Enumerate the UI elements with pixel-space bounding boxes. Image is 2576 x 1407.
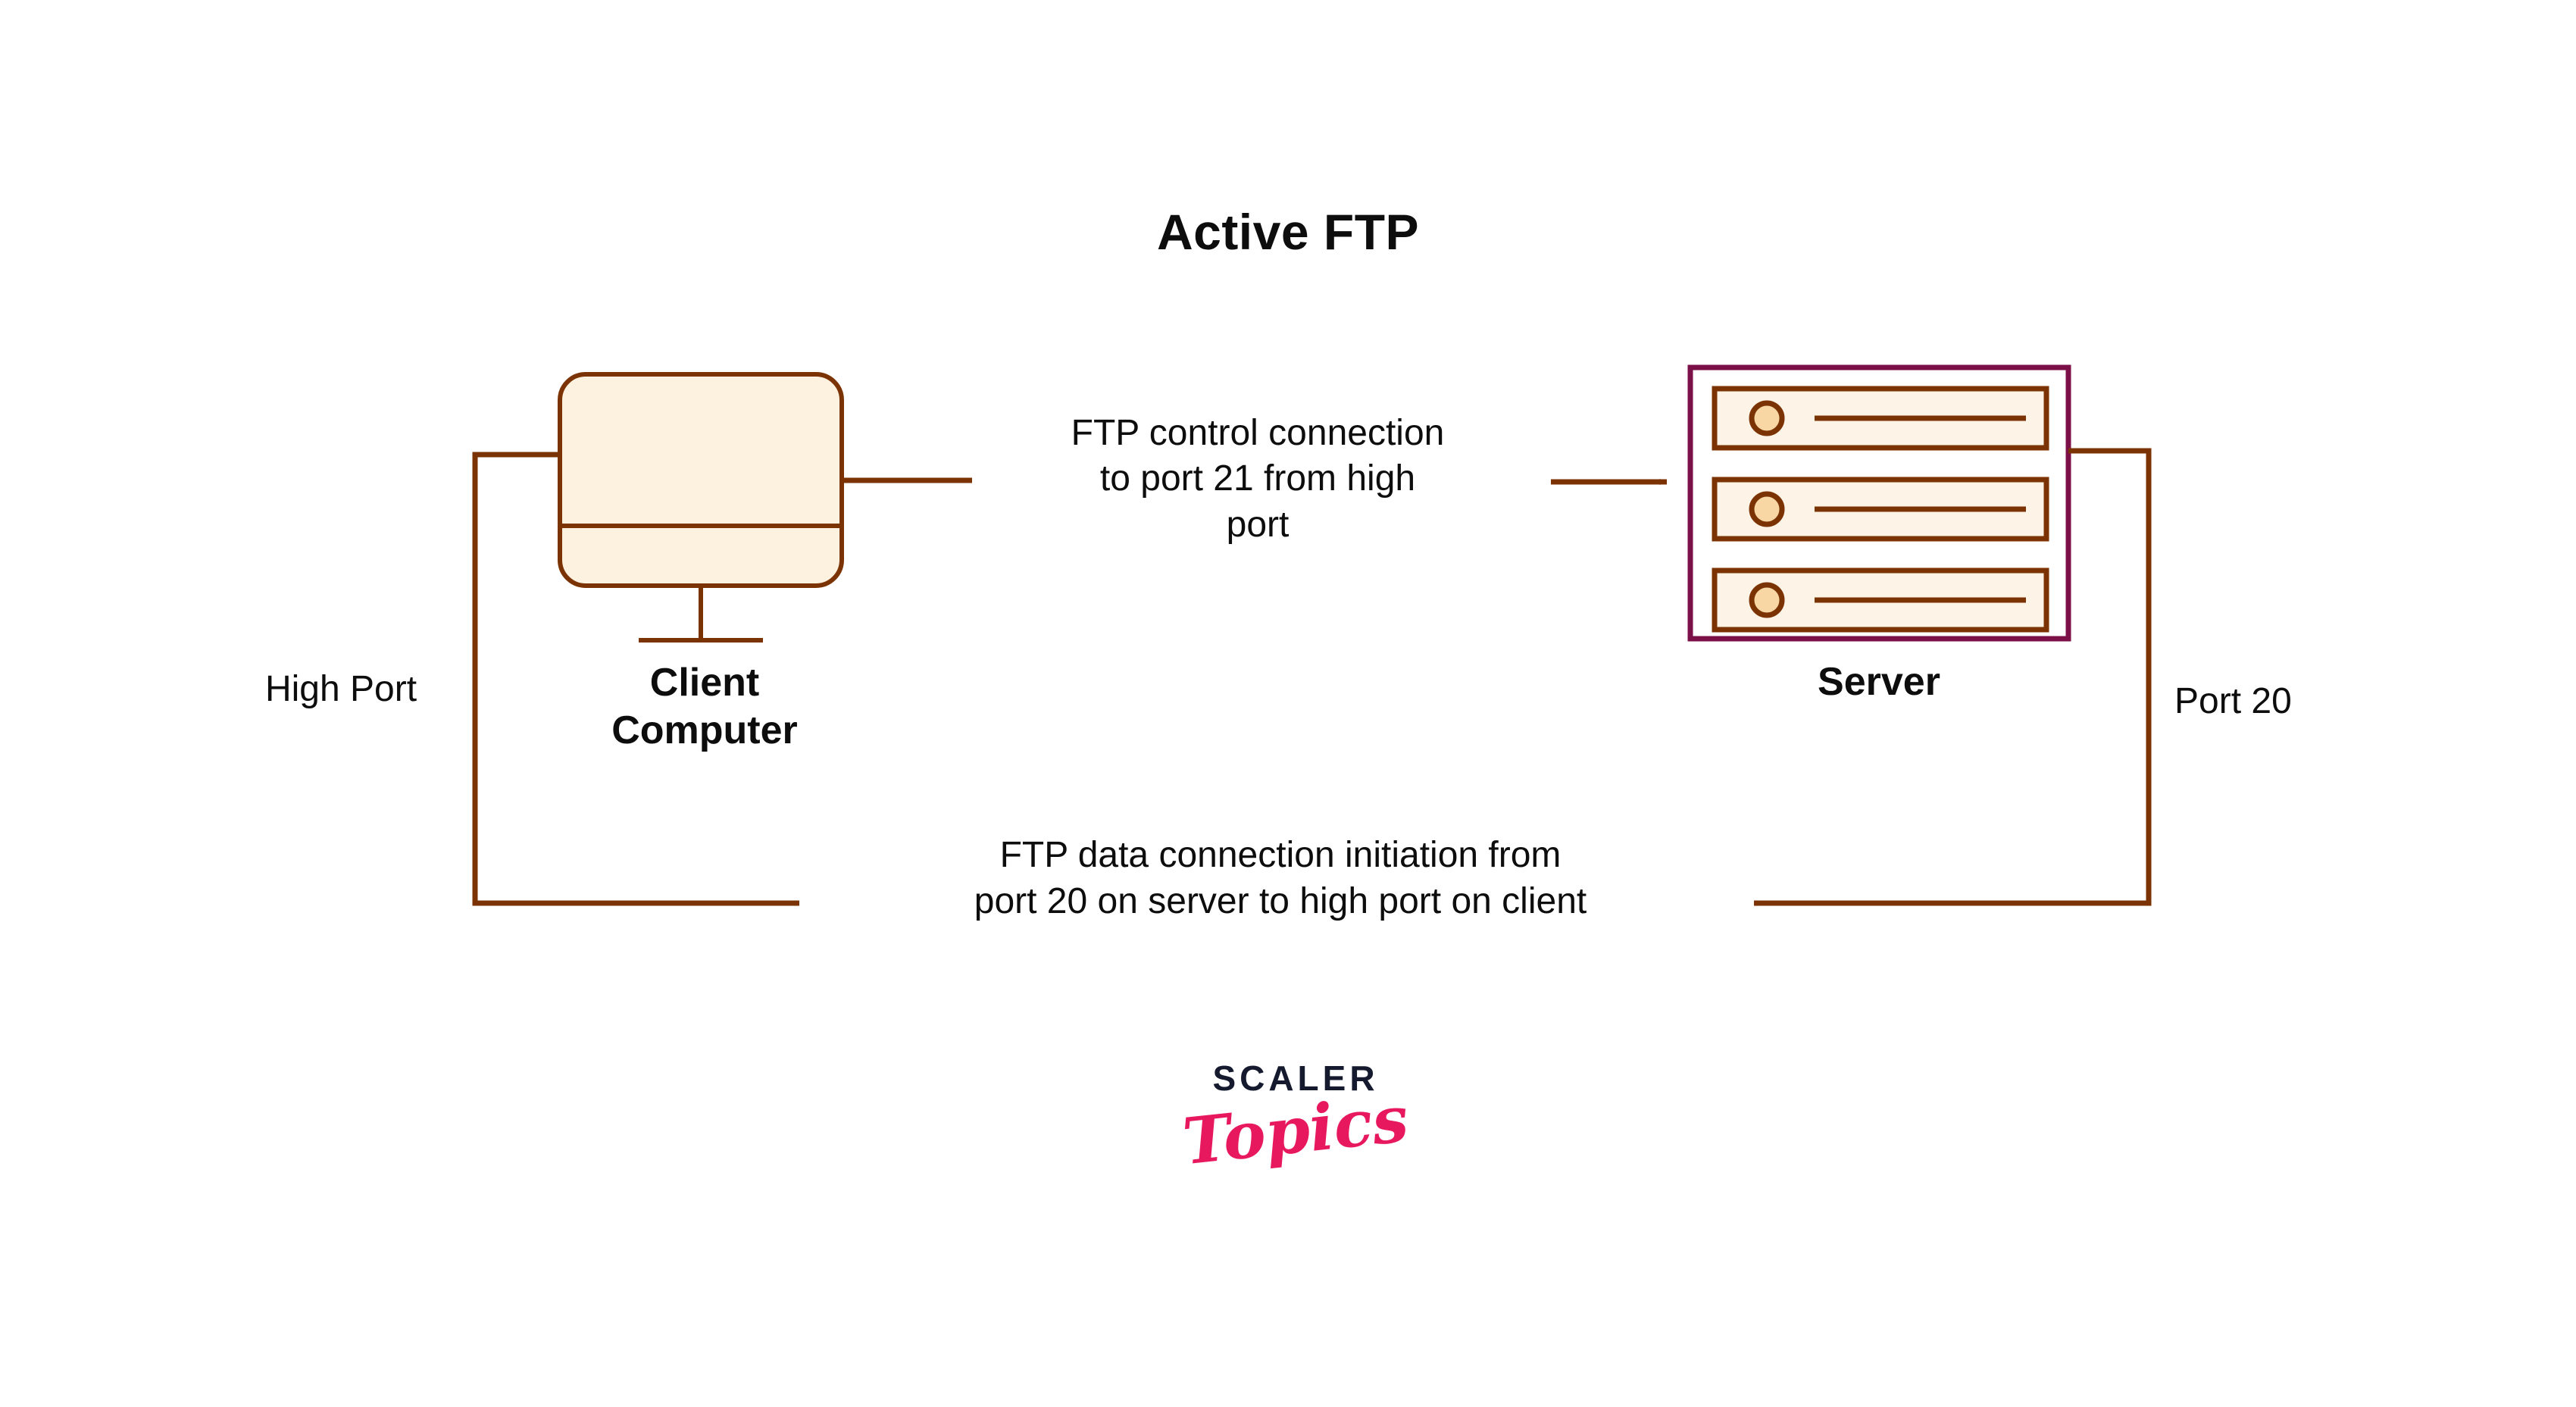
logo-wordmark-scaler: SCALER xyxy=(1212,1058,1379,1098)
page-title: Active FTP xyxy=(1156,204,1420,260)
scaler-topics-logo: SCALER Topics xyxy=(1129,1058,1462,1179)
client-port-label: High Port xyxy=(264,669,417,709)
server-rack-unit xyxy=(1712,477,2049,542)
server-rack-icon xyxy=(1687,364,2071,642)
server-rack-unit xyxy=(1712,567,2049,633)
server-node-label: Server xyxy=(1818,660,1940,704)
desktop-computer-icon xyxy=(558,372,844,643)
data-connection-line xyxy=(472,448,2152,906)
control-connection-line xyxy=(841,477,1668,485)
data-connection-label: FTP data connection initiation from port… xyxy=(974,835,1587,922)
server-rack-unit xyxy=(1712,386,2049,451)
server-port-label: Port 20 xyxy=(2174,681,2292,721)
client-node-label: Client Computer xyxy=(611,661,798,753)
control-connection-label: FTP control connection to port 21 from h… xyxy=(1071,413,1445,545)
